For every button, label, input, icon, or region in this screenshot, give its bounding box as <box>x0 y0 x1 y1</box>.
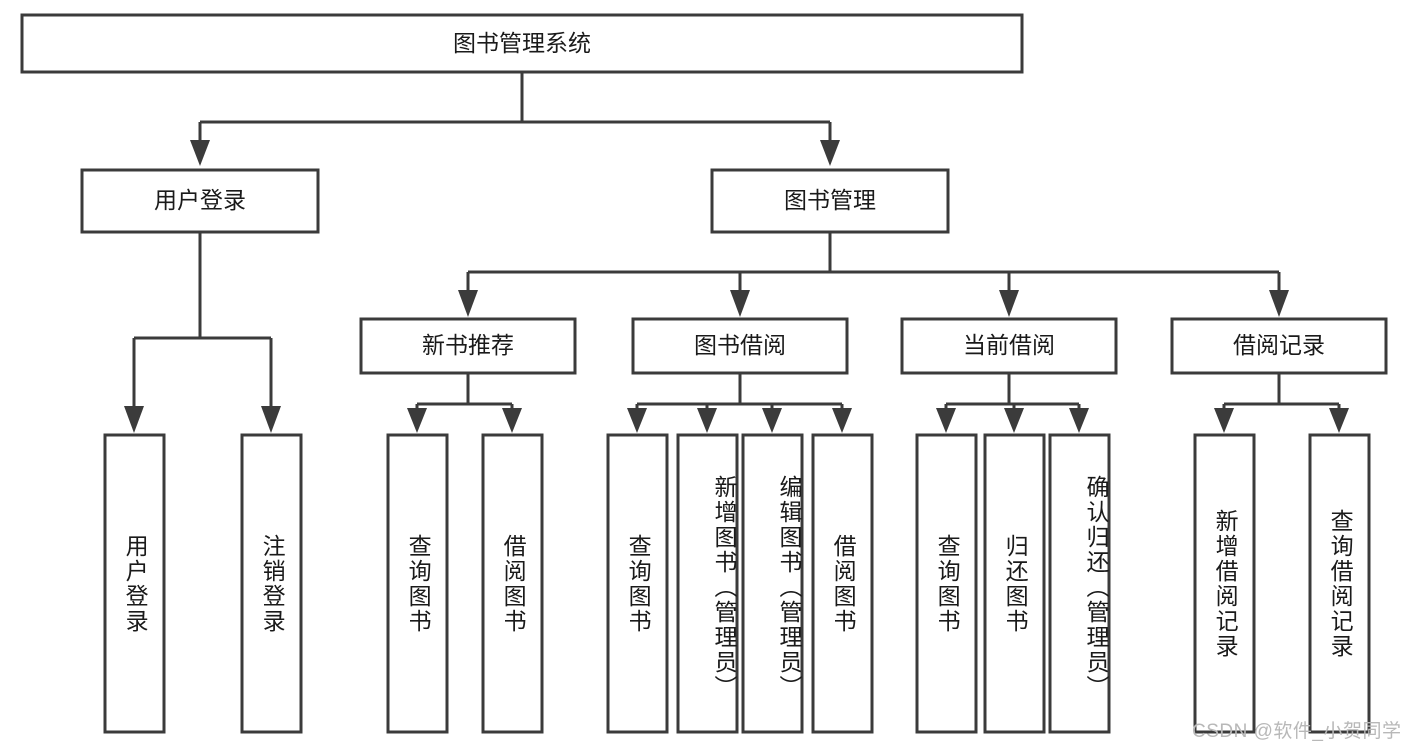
node-user-login-box[interactable] <box>80 168 320 234</box>
leaf-box-add-book[interactable] <box>676 433 739 734</box>
arrow-edit-book <box>762 408 782 433</box>
arrow-current-borrow <box>999 290 1019 317</box>
edge-group-userlogin-to-leaves <box>124 232 281 433</box>
edge-group-currentborrow-to-leaves <box>936 373 1089 433</box>
leaf-box-query-record[interactable] <box>1308 433 1371 734</box>
edge-group-borrowrecord-to-leaves <box>1214 373 1349 433</box>
node-user-login-label: 用户登录 <box>154 187 246 213</box>
arrow-return-book <box>1004 408 1024 433</box>
edge-group-bookborrow-to-leaves <box>627 373 852 433</box>
arrow-book-borrow <box>730 290 750 317</box>
node-user-login[interactable]: 用户登录 <box>80 168 320 234</box>
arrow-book-manage <box>820 140 840 166</box>
leaf-boxes <box>103 433 1371 734</box>
node-root-box[interactable] <box>20 13 1024 74</box>
leaf-box-edit-book[interactable] <box>741 433 804 734</box>
arrow-query-book-3 <box>936 408 956 433</box>
arrow-confirm-return <box>1069 408 1089 433</box>
node-current-borrow-label: 当前借阅 <box>963 332 1055 358</box>
leaf-box-user-login[interactable] <box>103 433 166 734</box>
leaf-box-add-record[interactable] <box>1193 433 1256 734</box>
node-book-borrow[interactable]: 图书借阅 <box>631 317 849 375</box>
csdn-watermark: CSDN @软件_小贺同学 <box>1192 721 1402 742</box>
node-current-borrow-box[interactable] <box>900 317 1118 375</box>
edge-group-bookmanage-to-level3 <box>458 232 1289 317</box>
edge-group-newbookrec-to-leaves <box>407 373 522 433</box>
node-new-book-rec-label: 新书推荐 <box>422 332 514 358</box>
leaf-box-query-book-2[interactable] <box>606 433 669 734</box>
arrow-user-login <box>190 140 210 166</box>
arrow-leaf-logout <box>261 406 281 433</box>
leaf-box-query-book-1[interactable] <box>386 433 449 734</box>
arrow-query-book-2 <box>627 408 647 433</box>
arrow-query-record <box>1329 408 1349 433</box>
arrow-query-book-1 <box>407 408 427 433</box>
node-book-borrow-box[interactable] <box>631 317 849 375</box>
arrow-borrow-record <box>1269 290 1289 317</box>
arrow-leaf-user-login <box>124 406 144 433</box>
leaf-box-return-book[interactable] <box>983 433 1046 734</box>
arrow-add-book <box>697 408 717 433</box>
node-root-label: 图书管理系统 <box>453 30 591 56</box>
leaf-box-query-book-3[interactable] <box>915 433 978 734</box>
leaf-box-confirm-return[interactable] <box>1048 433 1111 734</box>
node-book-manage-box[interactable] <box>710 168 950 234</box>
leaf-box-borrow-book-2[interactable] <box>811 433 874 734</box>
node-book-borrow-label: 图书借阅 <box>694 332 786 358</box>
node-new-book-rec[interactable]: 新书推荐 <box>359 317 577 375</box>
leaf-box-borrow-book-1[interactable] <box>481 433 544 734</box>
node-current-borrow[interactable]: 当前借阅 <box>900 317 1118 375</box>
arrow-add-record <box>1214 408 1234 433</box>
node-book-manage-label: 图书管理 <box>784 187 876 213</box>
leaf-box-logout-login[interactable] <box>240 433 303 734</box>
node-borrow-record[interactable]: 借阅记录 <box>1170 317 1388 375</box>
edge-group-root-to-level2 <box>190 72 840 166</box>
arrow-borrow-book-1 <box>502 408 522 433</box>
node-borrow-record-box[interactable] <box>1170 317 1388 375</box>
node-root[interactable]: 图书管理系统 <box>20 13 1024 74</box>
node-new-book-rec-box[interactable] <box>359 317 577 375</box>
arrow-borrow-book-2 <box>832 408 852 433</box>
node-book-manage[interactable]: 图书管理 <box>710 168 950 234</box>
node-borrow-record-label: 借阅记录 <box>1233 332 1325 358</box>
arrow-new-book-rec <box>458 290 478 317</box>
